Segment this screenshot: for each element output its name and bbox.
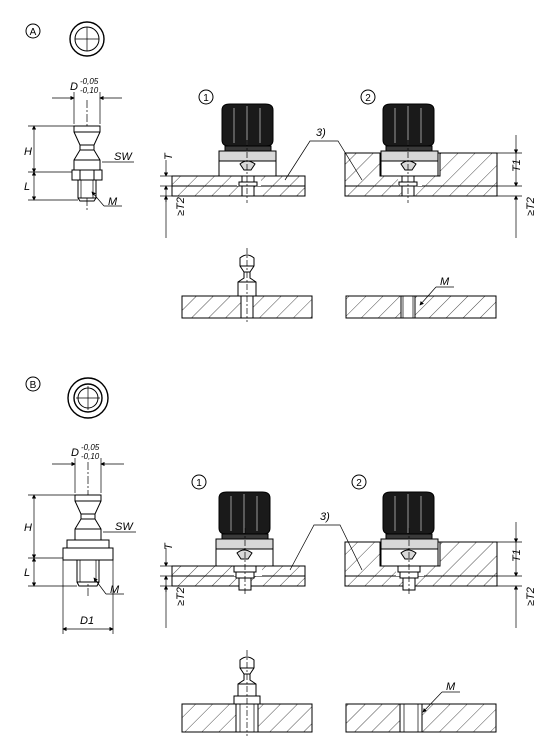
install-2-b: 2 T1 ≥T2 [344, 474, 537, 628]
pos-2-label-b: 2 [356, 478, 362, 489]
dim-t2-left-label-b: ≥T2 [175, 587, 187, 606]
dim-d-a: D -0,05 -0,10 [52, 77, 122, 124]
dim-t2-right-label-a: ≥T2 [525, 197, 537, 216]
note-3-label-a: 3) [316, 127, 326, 139]
variant-b-badge: B [25, 376, 41, 392]
install-2-a: 2 T1 ≥T2 [344, 89, 537, 238]
dim-t2-left-label-a: ≥T2 [175, 197, 187, 216]
pos-2-label-a: 2 [365, 93, 371, 104]
pin-side-view-a [71, 100, 103, 210]
dim-hl-a: H L [24, 125, 78, 201]
section-b: B D [24, 376, 537, 736]
dim-m-label-a: M [108, 196, 118, 208]
tol-upper-a: -0,05 [80, 77, 99, 86]
dim-sw-label-b: SW [115, 521, 134, 533]
pos-1-label-b: 1 [196, 478, 202, 489]
dim-h-label-b: H [24, 522, 32, 534]
dim-sw-label-a: SW [114, 151, 133, 163]
dim-d-label-b: D [71, 447, 79, 459]
note-3-label-b: 3) [320, 511, 330, 523]
tol-lower-a: -0,10 [80, 86, 99, 95]
dim-d1-label-b: D1 [80, 615, 94, 627]
dim-hl-b: H L [24, 494, 77, 587]
dim-l-label-b: L [24, 567, 30, 579]
top-view-b [67, 377, 109, 419]
top-view-a [69, 21, 105, 57]
dim-t1-label-a: T1 [511, 159, 523, 172]
dim-sw-m-a: SW M [91, 151, 134, 208]
dim-t-label-b: T [163, 542, 175, 550]
pos-1-label-a: 1 [203, 93, 209, 104]
dim-t2-right-label-b: ≥T2 [525, 587, 537, 606]
bottom-detail-b: M [181, 650, 497, 736]
dim-m-label-b: M [110, 584, 120, 596]
install-1-a: 1 T ≥T2 [160, 89, 306, 238]
dim-m-bottom-label-a: M [440, 276, 450, 288]
variant-a-badge: A [25, 23, 41, 39]
dim-d1-b: D1 [62, 560, 114, 634]
pin-side-view-b [62, 462, 114, 596]
variant-a-letter: A [30, 27, 37, 38]
install-1-b: 1 T ≥T2 [160, 474, 306, 628]
dim-h-label-a: H [24, 146, 32, 158]
dim-t-label-a: T [163, 152, 175, 160]
tol-lower-b: -0,10 [81, 452, 100, 461]
dim-l-label-a: L [24, 181, 30, 193]
bottom-detail-a: M [181, 248, 497, 322]
dim-sw-m-b: SW M [93, 521, 136, 596]
dim-d-label-a: D [70, 81, 78, 93]
variant-b-letter: B [30, 380, 37, 391]
dim-t1-label-b: T1 [511, 549, 523, 562]
tol-upper-b: -0,05 [81, 443, 100, 452]
dim-m-bottom-label-b: M [446, 681, 456, 693]
dim-d-b: D -0,05 -0,10 [52, 443, 124, 493]
section-a: A [24, 21, 537, 322]
